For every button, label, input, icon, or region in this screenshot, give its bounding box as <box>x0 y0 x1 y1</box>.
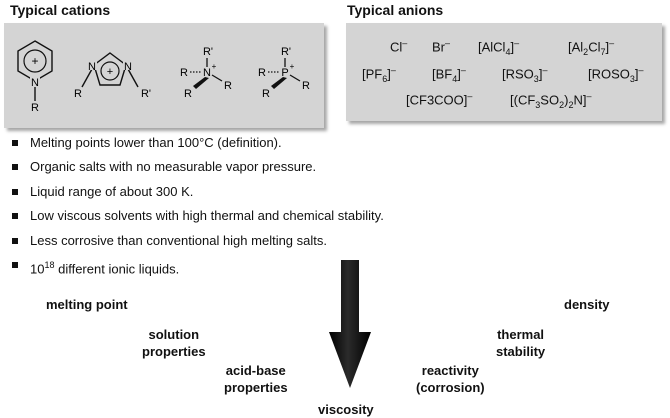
imidazolium-r-right: R' <box>141 88 151 100</box>
bullet-item: Organic salts with no measurable vapor p… <box>12 159 384 183</box>
anions-panel: Cl– Br– [AlCl4]– [Al2Cl7]– [PF6]– [BF4]–… <box>346 23 662 121</box>
pyridinium-structure: + N R <box>17 40 53 114</box>
label-viscosity: viscosity <box>318 402 374 417</box>
bullet-item: Less corrosive than conventional high me… <box>12 233 384 257</box>
anions-heading: Typical anions <box>347 2 444 18</box>
imidazolium-charge: + <box>107 66 113 78</box>
pyridinium-r: R <box>31 102 39 114</box>
imidazolium-structure: + N N R R' <box>74 52 151 100</box>
phosphonium-r-left: R <box>258 67 266 79</box>
label-melting-point: melting point <box>46 297 128 312</box>
ammonium-r-bottom: R <box>184 88 192 100</box>
anion-tetrafluoroborate: [BF4]– <box>432 65 466 84</box>
phosphonium-r-top: R' <box>281 46 291 58</box>
phosphonium-charge: + <box>290 62 295 71</box>
bullet-square-icon <box>12 237 18 244</box>
phosphonium-structure: R' P + R R R <box>258 46 310 100</box>
anion-trifluoroacetate: [CF3COO]– <box>406 91 473 108</box>
bullet-item: Low viscous solvents with high thermal a… <box>12 208 384 232</box>
ammonium-r-right: R <box>224 80 232 92</box>
ammonium-charge: + <box>212 62 217 71</box>
imidazolium-r-left: R <box>74 88 82 100</box>
bullet-square-icon <box>12 261 18 268</box>
bullet-square-icon <box>12 140 18 146</box>
ammonium-r-left: R <box>180 67 188 79</box>
bullet-square-icon <box>12 188 18 195</box>
bullet-item: Liquid range of about 300 K. <box>12 184 384 208</box>
phosphonium-r-bottom: R <box>262 88 270 100</box>
pyridinium-charge: + <box>31 54 38 68</box>
anion-heptachlorodialuminate: [Al2Cl7]– <box>568 38 615 57</box>
anion-hexafluorophosphate: [PF6]– <box>362 65 396 84</box>
anion-chloride: Cl– <box>390 38 408 55</box>
phosphonium-center: P <box>281 67 288 79</box>
anion-alkylsulfate: [ROSO3]– <box>588 65 644 84</box>
pyridinium-n: N <box>31 77 39 89</box>
bullet-item: 1018 different ionic liquids. <box>12 257 384 281</box>
ammonium-center: N <box>203 67 211 79</box>
imidazolium-n2: N <box>124 61 132 73</box>
ammonium-structure: R' N + R R R <box>180 46 232 100</box>
anion-bistriflimide: [(CF3SO2)2N]– <box>510 91 592 110</box>
cations-heading: Typical cations <box>10 2 111 18</box>
ammonium-r-top: R' <box>203 46 213 58</box>
label-density: density <box>564 297 610 312</box>
bullet-square-icon <box>12 213 18 220</box>
phosphonium-r-right: R <box>302 80 310 92</box>
anion-sulfonate: [RSO3]– <box>502 65 548 84</box>
anion-tetrachloroaluminate: [AlCl4]– <box>478 38 520 57</box>
imidazolium-n1: N <box>88 61 96 73</box>
property-bullet-list: Melting points lower than 100°C (definit… <box>12 135 384 281</box>
cations-panel: + N R + N N R R' R' N + R R R R' P + R <box>4 23 324 128</box>
label-reactivity-corrosion: reactivity(corrosion) <box>416 363 485 395</box>
down-arrow-icon <box>329 260 371 388</box>
bullet-square-icon <box>12 164 18 171</box>
anion-bromide: Br– <box>432 38 451 55</box>
bullet-item: Melting points lower than 100°C (definit… <box>12 135 384 159</box>
